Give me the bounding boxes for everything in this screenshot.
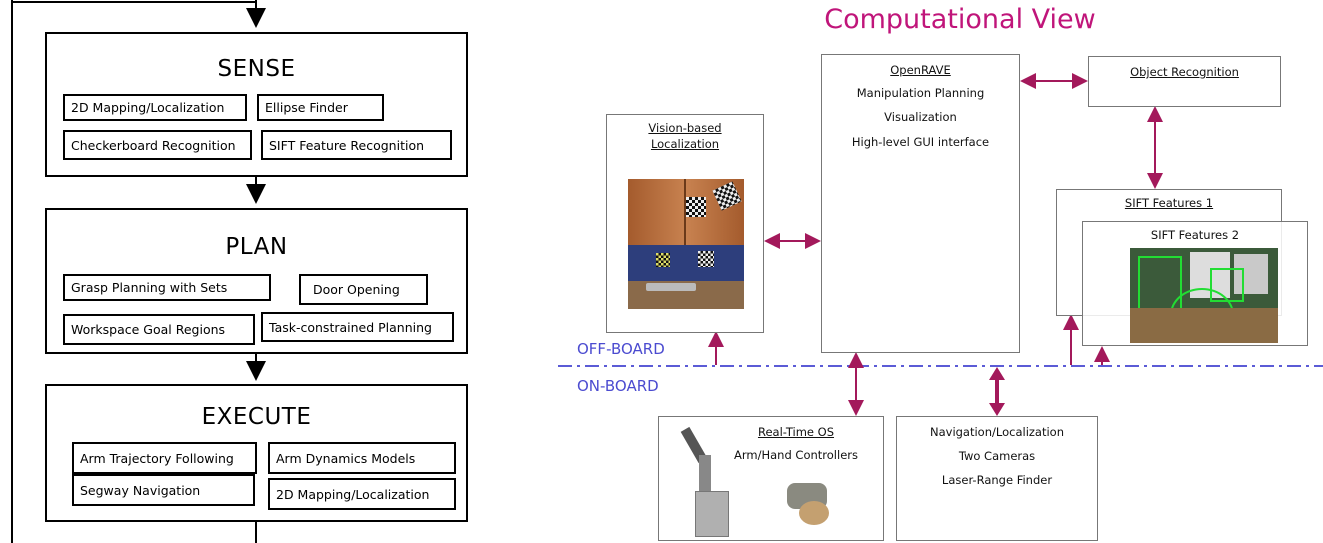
sift-features-1-label: SIFT Features 1 <box>1124 196 1214 210</box>
openrave-line-1: Manipulation Planning <box>856 86 985 100</box>
sense-module-ellipse: Ellipse Finder <box>257 94 384 121</box>
openrave-line-3: High-level GUI interface <box>851 135 990 149</box>
off-board-label: OFF-BOARD <box>577 340 665 358</box>
execute-module-dynamics: Arm Dynamics Models <box>268 442 456 474</box>
kitchen-checkerboard-photo <box>628 179 744 309</box>
sift-features-2-box: SIFT Features 2 <box>1082 221 1308 346</box>
navigation-line-3: Laser-Range Finder <box>941 473 1053 487</box>
robot-arm-photo <box>673 425 743 537</box>
execute-title: EXECUTE <box>201 404 312 430</box>
on-board-label: ON-BOARD <box>577 377 659 395</box>
plan-stage: PLAN Grasp Planning with Sets Door Openi… <box>45 208 468 354</box>
robot-hand-photo <box>779 477 835 529</box>
sense-module-checkerboard: Checkerboard Recognition <box>63 130 252 160</box>
execute-module-mapping: 2D Mapping/Localization <box>268 478 456 510</box>
execute-module-trajectory: Arm Trajectory Following <box>72 442 257 474</box>
plan-title: PLAN <box>225 234 288 260</box>
plan-module-workspace: Workspace Goal Regions <box>63 314 255 345</box>
navigation-line-1: Navigation/Localization <box>929 425 1064 439</box>
plan-module-door: Door Opening <box>299 274 428 305</box>
sift-features-2-label: SIFT Features 2 <box>1150 228 1240 242</box>
object-recognition-label: Object Recognition <box>1130 65 1239 79</box>
navigation-box: Navigation/Localization Two Cameras Lase… <box>896 416 1098 541</box>
openrave-box: OpenRAVE Manipulation Planning Visualiza… <box>821 54 1020 353</box>
object-recognition-box: Object Recognition <box>1088 56 1281 107</box>
navigation-line-2: Two Cameras <box>958 449 1036 463</box>
realtime-os-box: Real-Time OS Arm/Hand Controllers <box>658 416 884 541</box>
sense-stage: SENSE 2D Mapping/Localization Ellipse Fi… <box>45 32 468 177</box>
vision-localization-label-1: Vision-based <box>648 121 722 135</box>
vision-localization-box: Vision-based Localization <box>606 114 764 333</box>
sense-module-mapping: 2D Mapping/Localization <box>63 94 247 121</box>
vision-localization-label-2: Localization <box>650 137 720 151</box>
computational-view-title: Computational View <box>824 4 1096 35</box>
execute-stage: EXECUTE Arm Trajectory Following Arm Dyn… <box>45 384 468 522</box>
execute-module-segway: Segway Navigation <box>72 474 255 506</box>
realtime-os-label: Real-Time OS <box>757 425 835 439</box>
realtime-os-sub: Arm/Hand Controllers <box>734 448 858 462</box>
plan-module-task: Task-constrained Planning <box>261 312 454 342</box>
sense-title: SENSE <box>217 56 296 82</box>
plan-module-grasp: Grasp Planning with Sets <box>63 274 271 301</box>
openrave-line-2: Visualization <box>884 110 957 124</box>
sense-module-sift: SIFT Feature Recognition <box>261 130 452 160</box>
sift-features-photo <box>1130 248 1278 343</box>
openrave-label: OpenRAVE <box>890 63 951 77</box>
